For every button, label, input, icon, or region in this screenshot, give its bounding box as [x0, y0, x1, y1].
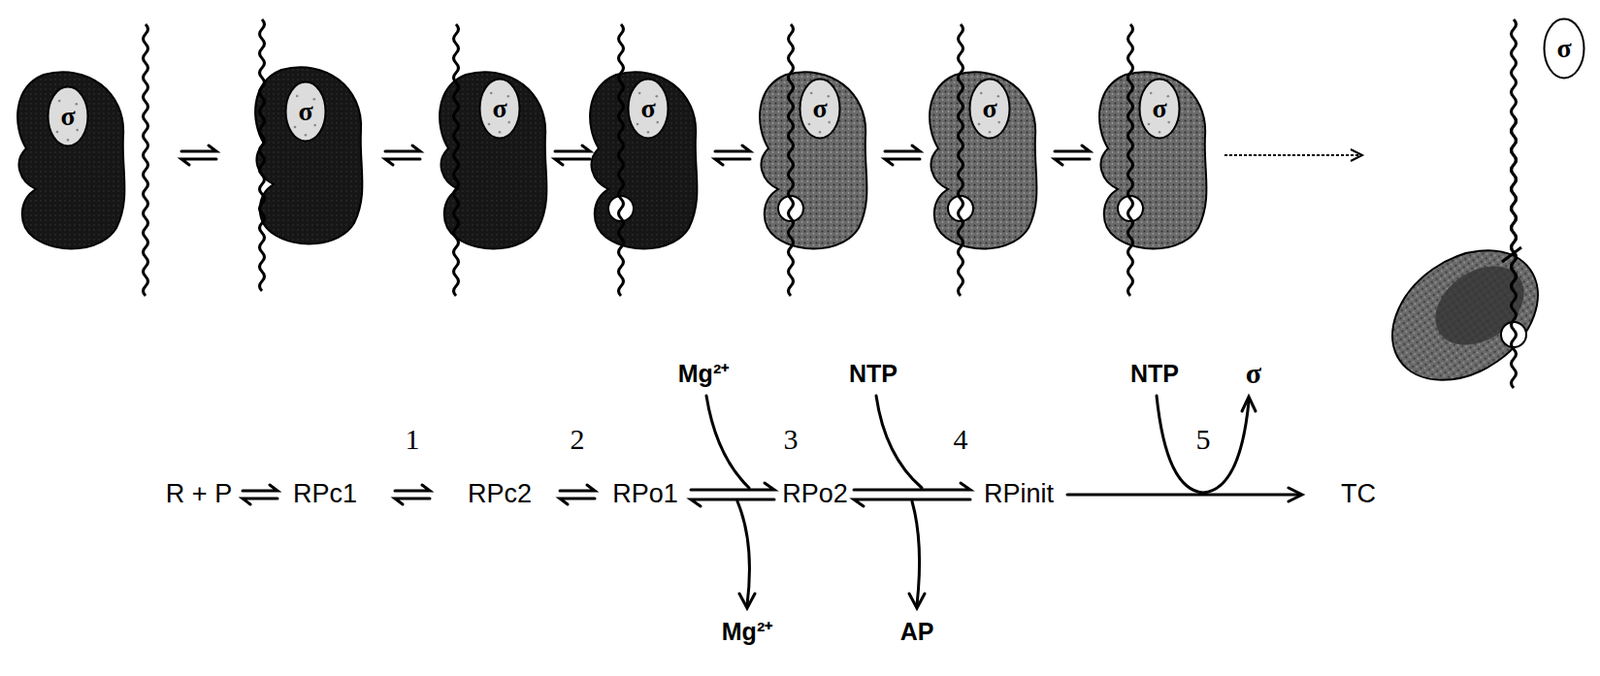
species-label: RPinit [983, 480, 1054, 510]
reagent-label: σ [1245, 357, 1262, 390]
sigma-label: σ [626, 77, 670, 140]
sigma-subunit: σ [798, 77, 842, 140]
sigma-label: σ [284, 80, 327, 143]
sigma-subunit: σ [968, 77, 1012, 140]
sigma-label: σ [1542, 17, 1586, 80]
reagent-label: NTP [848, 360, 898, 389]
reagent-label: AP [900, 619, 935, 647]
species-label: TC [1340, 480, 1376, 510]
reagent-label: Mg²⁺ [678, 360, 729, 389]
step-number: 5 [1196, 423, 1211, 456]
species-label: RPc2 [467, 480, 532, 510]
step-number: 1 [405, 423, 421, 456]
step-number: 3 [783, 423, 799, 456]
step-number: 4 [953, 423, 969, 456]
reagent-label: NTP [1130, 360, 1179, 389]
sigma-subunit: σ [1542, 17, 1586, 80]
species-label: RPc1 [293, 480, 358, 510]
sigma-label: σ [968, 77, 1012, 140]
sigma-subunit: σ [626, 77, 670, 140]
sigma-subunit: σ [46, 85, 90, 148]
sigma-label: σ [798, 77, 842, 140]
step-number: 2 [570, 423, 586, 456]
sigma-subunit: σ [478, 77, 522, 140]
sigma-subunit: σ [284, 80, 327, 143]
reagent-label: Mg²⁺ [721, 619, 773, 647]
sigma-subunit: σ [1138, 77, 1181, 140]
sigma-label: σ [478, 77, 522, 140]
species-label: R + P [165, 480, 232, 510]
sigma-label: σ [46, 85, 90, 148]
species-label: RPo1 [612, 480, 679, 510]
species-label: RPo2 [782, 480, 849, 510]
sigma-label: σ [1138, 77, 1181, 140]
